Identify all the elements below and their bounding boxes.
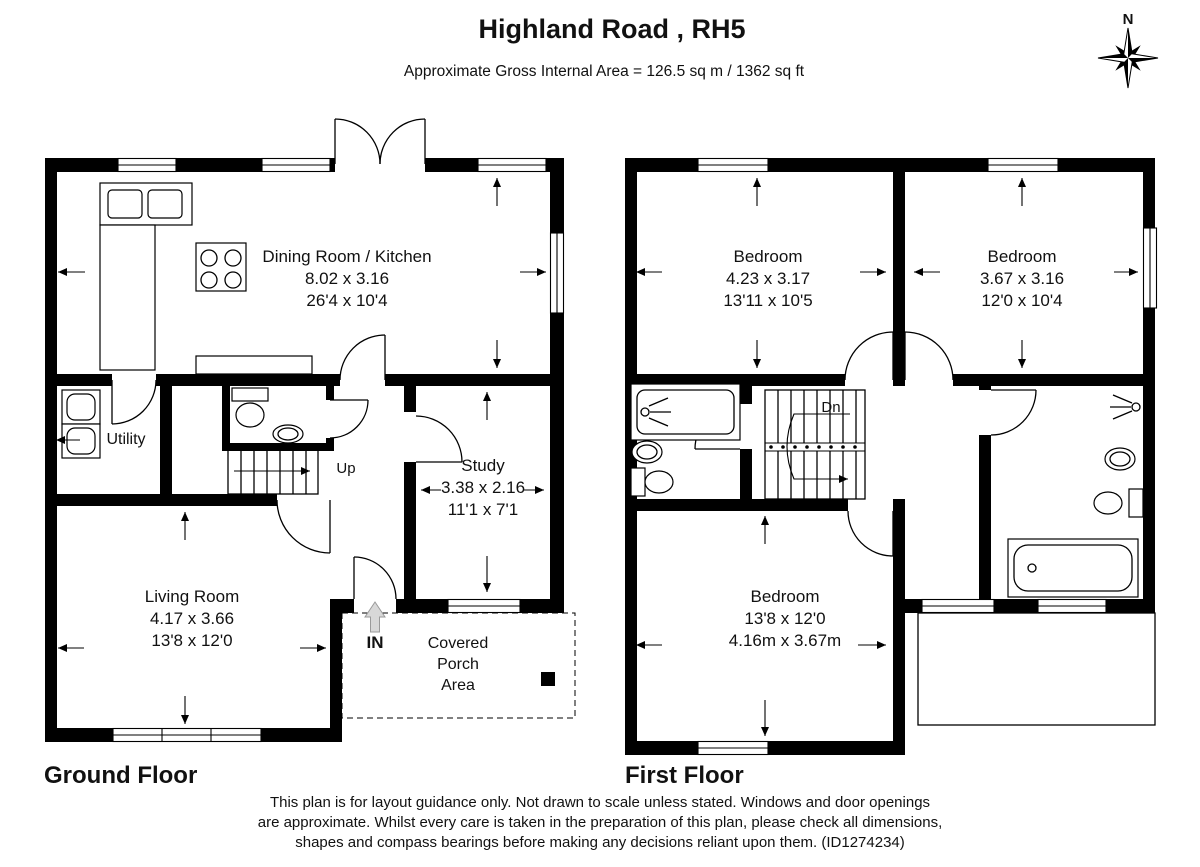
kitchen-counter [99, 224, 156, 371]
bedroom3-metric: 4.16m x 3.67m [729, 631, 841, 650]
first-floor-plan: Bedroom 4.23 x 3.17 13'11 x 10'5 Bedroom… [625, 157, 1158, 789]
dining-sideboard [195, 355, 313, 375]
living-room-metric: 4.17 x 3.66 [150, 609, 234, 628]
ground-floor-labels: Dining Room / Kitchen 8.02 x 3.16 26'4 x… [44, 247, 525, 789]
covered-porch-outline [341, 612, 576, 719]
study-name: Study [461, 456, 505, 475]
bathroom-toilet [1093, 488, 1144, 518]
kitchen-sink [99, 182, 193, 226]
bedroom1-name: Bedroom [734, 247, 803, 266]
study-metric: 3.38 x 2.16 [441, 478, 525, 497]
study-imperial: 11'1 x 7'1 [448, 500, 518, 519]
ground-floor-plan: Dining Room / Kitchen 8.02 x 3.16 26'4 x… [44, 118, 576, 789]
utility-name: Utility [106, 431, 145, 448]
ground-floor-doors [111, 118, 463, 600]
bedroom2-metric: 3.67 x 3.16 [980, 269, 1064, 288]
bedroom3-name: Bedroom [751, 587, 820, 606]
wc-basin [272, 424, 304, 444]
entrance-arrow-icon [364, 601, 386, 633]
wc-toilet [231, 387, 269, 428]
disclaimer-line1: This plan is for layout guidance only. N… [270, 794, 930, 811]
living-room-imperial: 13'8 x 12'0 [151, 631, 232, 650]
bedroom1-metric: 4.23 x 3.17 [726, 269, 810, 288]
porch-label-line1: Covered [428, 635, 488, 652]
dining-room-metric: 8.02 x 3.16 [305, 269, 389, 288]
bedroom3-imperial: 13'8 x 12'0 [744, 609, 825, 628]
disclaimer: This plan is for layout guidance only. N… [258, 794, 943, 851]
ground-floor-title: Ground Floor [44, 762, 197, 789]
living-room-name: Living Room [145, 587, 240, 606]
porch-label-line3: Area [441, 677, 475, 694]
bedroom2-imperial: 12'0 x 10'4 [981, 291, 1062, 310]
shower-room-toilet [630, 467, 674, 497]
dining-room-name: Dining Room / Kitchen [262, 247, 431, 266]
entrance-in-label: IN [367, 633, 384, 652]
utility-appliances [61, 389, 101, 459]
bedroom2-name: Bedroom [988, 247, 1057, 266]
bathroom-shower-icon [1110, 394, 1141, 420]
shower-head-icon [640, 397, 671, 427]
dining-room-imperial: 26'4 x 10'4 [306, 291, 387, 310]
first-floor-dimension-arrows [636, 178, 1138, 736]
bathroom-bathtub [1007, 538, 1139, 598]
disclaimer-line3: shapes and compass bearings before makin… [295, 834, 905, 851]
compass-n-label: N [1123, 11, 1134, 28]
page-subtitle: Approximate Gross Internal Area = 126.5 … [404, 63, 805, 80]
shower-room-basin [631, 440, 663, 464]
first-floor-labels: Bedroom 4.23 x 3.17 13'11 x 10'5 Bedroom… [625, 247, 1064, 789]
disclaimer-line2: are approximate. Whilst every care is ta… [258, 814, 943, 831]
first-floor-stairs [764, 389, 866, 500]
header: Highland Road , RH5 Approximate Gross In… [404, 14, 805, 80]
ground-floor-stairs [227, 447, 319, 495]
ground-floor-windows [112, 157, 565, 743]
kitchen-hob [195, 242, 247, 292]
compass-rose-icon: N [1097, 11, 1159, 89]
first-floor-windows [697, 157, 1158, 756]
porch-label-line2: Porch [437, 656, 479, 673]
stairs-up-label: Up [336, 460, 355, 477]
ground-floor-dimension-arrows [56, 178, 546, 724]
first-floor-walls [625, 158, 1155, 755]
bedroom1-imperial: 13'11 x 10'5 [723, 291, 812, 310]
stairs-dn-label: Dn [821, 399, 840, 416]
porch-roof-outline [917, 612, 1156, 726]
bathroom-basin [1104, 447, 1136, 471]
page-title: Highland Road , RH5 [478, 14, 745, 44]
first-floor-title: First Floor [625, 762, 744, 789]
porch-post [541, 672, 555, 686]
shower-tray [630, 383, 741, 441]
